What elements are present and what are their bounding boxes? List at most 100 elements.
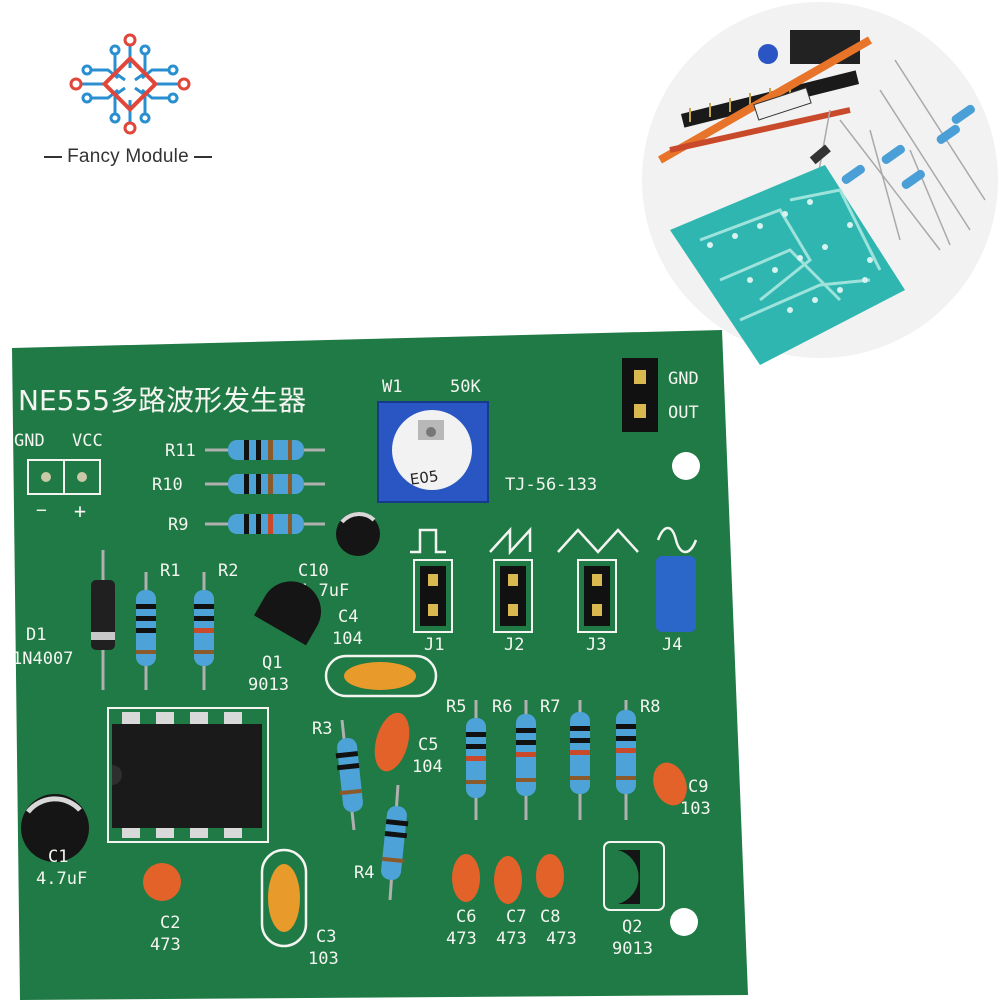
pot-dial: [392, 410, 472, 490]
q2-label: Q2: [622, 917, 642, 937]
out-label: OUT: [668, 403, 699, 423]
jumper-j3[interactable]: [577, 559, 617, 633]
q1-label: Q1: [262, 653, 282, 673]
c10-label: C10: [298, 561, 329, 581]
resistor-r4: [381, 784, 409, 901]
r2-label: R2: [218, 561, 238, 581]
r11-label: R11: [165, 441, 196, 461]
c2-value: 473: [150, 935, 181, 955]
r6-label: R6: [492, 697, 512, 717]
ne555-ic: [107, 707, 269, 843]
resistor-r10: [205, 474, 325, 494]
c3-label: C3: [316, 927, 336, 947]
capacitor-c8: [536, 854, 564, 898]
c4-label: C4: [338, 607, 358, 627]
triangle-wave-icon: [557, 528, 639, 554]
resistor-r1: [136, 572, 156, 690]
j4-label: J4: [662, 635, 682, 655]
c9-label: C9: [688, 777, 708, 797]
sawtooth-wave-icon: [489, 526, 532, 556]
resistor-r5: [466, 700, 486, 820]
r5-label: R5: [446, 697, 466, 717]
pot-value: 50K: [450, 377, 481, 397]
capacitor-c9: [653, 762, 687, 806]
resistor-r7: [570, 700, 590, 820]
resistor-r6: [516, 700, 536, 820]
c8-label: C8: [540, 907, 560, 927]
r4-label: R4: [354, 863, 374, 883]
c1-label: C1: [48, 847, 68, 867]
r9-label: R9: [168, 515, 188, 535]
c1-value: 4.7uF: [36, 869, 87, 889]
c5-value: 104: [412, 757, 443, 777]
r1-label: R1: [160, 561, 180, 581]
vcc-label: VCC: [72, 431, 103, 451]
q1-part: 9013: [248, 675, 289, 695]
r7-label: R7: [540, 697, 560, 717]
c3-value: 103: [308, 949, 339, 969]
potentiometer: [758, 44, 778, 64]
r10-label: R10: [152, 475, 183, 495]
j3-label: J3: [586, 635, 606, 655]
c7-label: C7: [506, 907, 526, 927]
jumper-j1[interactable]: [413, 559, 453, 633]
j2-label: J2: [504, 635, 524, 655]
c2-label: C2: [160, 913, 180, 933]
c6-label: C6: [456, 907, 476, 927]
transistor-q2: [603, 841, 665, 911]
capacitor-c4: [344, 662, 416, 690]
capacitor-c10: [336, 512, 380, 556]
output-header: [622, 358, 658, 432]
capacitor-c6: [452, 854, 480, 902]
r8-label: R8: [640, 697, 660, 717]
resistor-r2: [194, 572, 214, 690]
bare-pcb: [670, 165, 905, 365]
d1-part: 1N4007: [12, 649, 73, 669]
mounting-hole: [670, 908, 698, 936]
capacitor-c1: [21, 794, 89, 862]
capacitor-c7: [494, 856, 522, 904]
capacitor-j4: [656, 556, 696, 632]
c7-value: 473: [496, 929, 527, 949]
wire-orange: [658, 36, 872, 164]
transistor-q1: [254, 581, 321, 646]
wire-red: [669, 107, 851, 153]
q2-part: 9013: [612, 939, 653, 959]
brand-name: Fancy Module: [38, 146, 218, 168]
pot-label: W1: [382, 377, 402, 397]
mounting-hole: [672, 452, 700, 480]
square-wave-icon: [410, 528, 446, 554]
c5-label: C5: [418, 735, 438, 755]
r3-label: R3: [312, 719, 332, 739]
diode-part: [809, 144, 831, 165]
c4-value: 104: [332, 629, 363, 649]
j1-label: J1: [424, 635, 444, 655]
bag-label: [753, 87, 812, 121]
c8-value: 473: [546, 929, 577, 949]
sine-wave-icon: [656, 526, 698, 554]
diode-d1: [91, 550, 115, 690]
minus-label: −: [36, 500, 47, 521]
capacitor-c2: [143, 863, 181, 901]
c9-value: 103: [680, 799, 711, 819]
brand-name-label: Fancy Module: [67, 146, 189, 167]
out-gnd-label: GND: [668, 369, 699, 389]
pot-marking: E05: [409, 467, 440, 489]
d1-label: D1: [26, 625, 46, 645]
kit-components-photo: [642, 2, 998, 365]
c6-value: 473: [446, 929, 477, 949]
ic-socket: [790, 30, 860, 64]
resistor-r9: [205, 514, 325, 534]
plus-label: +: [74, 499, 86, 523]
jumper-j2[interactable]: [493, 559, 533, 633]
capacitor-c3: [268, 864, 300, 932]
board-title: NE555多路波形发生器: [18, 384, 306, 417]
capacitor-c5: [374, 712, 410, 772]
resistor-r3: [335, 719, 363, 831]
brand-logo-icon: [69, 33, 191, 135]
model-label: TJ-56-133: [505, 475, 597, 495]
gnd-label: GND: [14, 431, 45, 451]
resistor-r11: [205, 440, 325, 460]
resistor-r8: [616, 700, 636, 820]
